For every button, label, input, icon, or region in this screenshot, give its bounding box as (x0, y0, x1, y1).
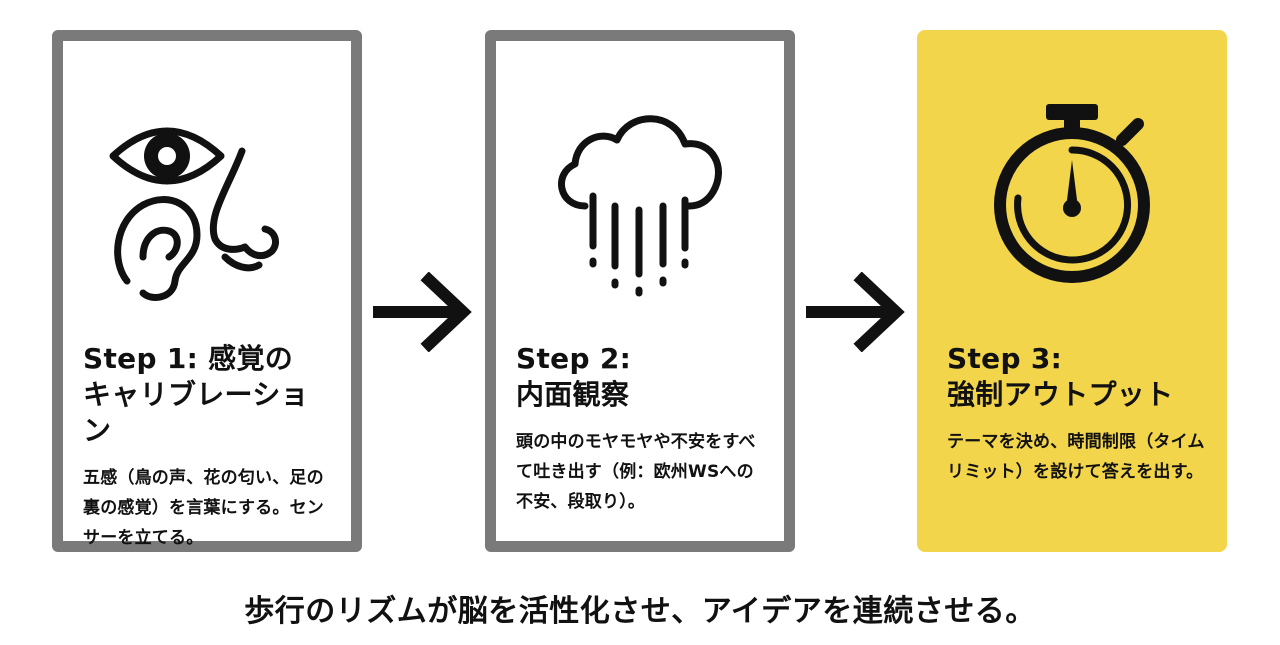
step-1-text: Step 1: 感覚の キャリブレーション 五感（鳥の声、花の匂い、足の裏の感覚… (83, 341, 337, 553)
step-3-title: Step 3: 強制アウトプット (947, 341, 1213, 413)
step-1-title: Step 1: 感覚の キャリブレーション (83, 341, 337, 449)
step-3-title-line1: Step 3: (947, 342, 1063, 375)
step-2-title: Step 2: 内面観察 (516, 341, 770, 413)
stopwatch-icon (917, 85, 1227, 295)
eye-pupil (158, 147, 176, 165)
step-card-1: Step 1: 感覚の キャリブレーション 五感（鳥の声、花の匂い、足の裏の感覚… (52, 30, 362, 552)
ear-inner (139, 226, 181, 261)
senses-icon-graphic (109, 127, 279, 301)
step-2-title-line2: 内面観察 (516, 378, 630, 411)
step-2-title-line1: Step 2: (516, 342, 632, 375)
ear-icon (114, 196, 201, 301)
step-1-title-line2: キャリブレーション (83, 378, 309, 447)
senses-icon (63, 96, 351, 306)
step-2-text: Step 2: 内面観察 頭の中のモヤモヤや不安をすべて吐き出す（例：欧州WSへ… (516, 341, 770, 517)
stopwatch-icon-graphic (994, 104, 1150, 283)
nose-curve (221, 253, 263, 272)
step-3-title-line2: 強制アウトプット (947, 378, 1174, 411)
arrow-right-icon (373, 272, 472, 352)
step-card-2: Step 2: 内面観察 頭の中のモヤモヤや不安をすべて吐き出す（例：欧州WSへ… (485, 30, 795, 552)
step-3-description: テーマを決め、時間制限（タイムリミット）を設けて答えを出す。 (947, 432, 1205, 482)
step-3-text: Step 3: 強制アウトプット テーマを決め、時間制限（タイムリミット）を設け… (947, 341, 1213, 487)
summary-caption: 歩行のリズムが脳を活性化させ、アイデアを連続させる。 (244, 594, 1036, 629)
step-1-description: 五感（鳥の声、花の匂い、足の裏の感覚）を言葉にする。センサーを立てる。 (83, 468, 324, 548)
nose-icon (209, 147, 279, 260)
rain-cloud-icon (496, 96, 784, 306)
arrow-right-icon (806, 272, 905, 352)
eye-icon (109, 127, 225, 185)
step-2-description: 頭の中のモヤモヤや不安をすべて吐き出す（例：欧州WSへの不安、段取り）。 (516, 432, 756, 512)
step-card-3: Step 3: 強制アウトプット テーマを決め、時間制限（タイムリミット）を設け… (917, 30, 1227, 552)
step-1-title-line1: Step 1: 感覚の (83, 342, 294, 375)
rain-cloud-icon-graphic (558, 115, 722, 297)
